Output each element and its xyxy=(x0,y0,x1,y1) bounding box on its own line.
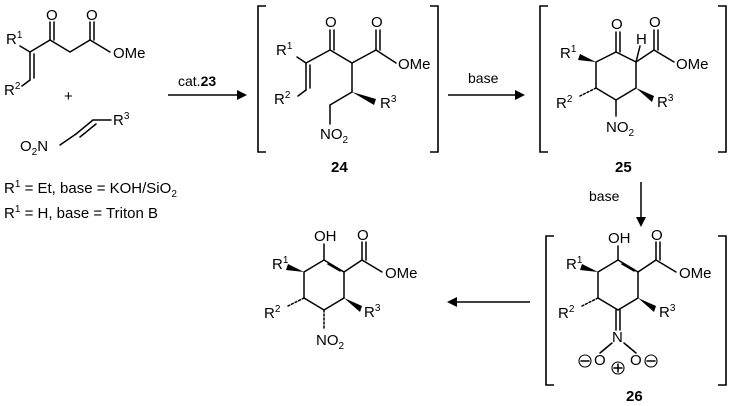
nitro-label: NO2 xyxy=(316,332,345,352)
atom-O: O xyxy=(649,14,661,31)
ester-OMe-label: OMe xyxy=(398,56,431,73)
nitro-label: NO2 xyxy=(606,119,635,139)
R3-label: R3 xyxy=(113,111,130,129)
R1-label: R1 xyxy=(566,255,583,273)
R2-label: R2 xyxy=(264,304,281,322)
atom-O: O xyxy=(371,14,383,31)
compound-number-24: 24 xyxy=(331,159,348,176)
conditions-legend: R1 = Et, base = KOH/SiO2 R1 = H, base = … xyxy=(4,179,177,222)
ester-OMe-label: OMe xyxy=(679,265,712,282)
compound-number-26: 26 xyxy=(626,388,643,405)
R2-label: R2 xyxy=(274,90,291,108)
R1-label: R1 xyxy=(6,30,23,48)
compound-number-25: 25 xyxy=(615,159,632,176)
enol-OH-label: OH xyxy=(314,228,337,245)
cyclohexene-product: OH O OMe R1 R2 R3 NO2 xyxy=(264,227,418,352)
base-label: base xyxy=(468,70,499,86)
ester-OMe-label: OMe xyxy=(113,45,146,62)
arrow-base-1: base xyxy=(448,70,525,100)
ester-OMe-label: OMe xyxy=(676,56,709,73)
nitronate-N-label: N xyxy=(612,329,623,346)
R3-label: R3 xyxy=(380,94,397,112)
atom-O: O xyxy=(86,7,98,24)
R2-label: R2 xyxy=(4,81,21,99)
nitro-label: NO2 xyxy=(320,126,349,146)
R2-label: R2 xyxy=(558,304,575,322)
arrow-to-product xyxy=(447,297,530,307)
R3-label: R3 xyxy=(659,303,676,321)
atom-O: O xyxy=(325,14,337,31)
nitronate-O-label: O xyxy=(594,352,606,369)
compound-24: O O OMe R1 R2 R3 NO2 24 xyxy=(257,5,439,176)
atom-O: O xyxy=(651,227,663,244)
atom-H: H xyxy=(636,31,647,48)
arrow-base-2: base xyxy=(589,182,646,227)
plus-sign: + xyxy=(64,88,73,105)
base-label: base xyxy=(589,188,620,204)
R3-label: R3 xyxy=(364,303,381,321)
R1-label: R1 xyxy=(272,255,289,273)
R2-label: R2 xyxy=(556,94,573,112)
enol-OH-label: OH xyxy=(608,230,631,247)
arrow-catalyst: cat.23 xyxy=(168,73,247,100)
atom-O: O xyxy=(611,16,623,33)
condition-line-1: R1 = Et, base = KOH/SiO2 xyxy=(4,179,177,200)
catalyst-label: cat.23 xyxy=(178,73,216,89)
atom-O: O xyxy=(46,7,58,24)
R1-label: R1 xyxy=(276,41,293,59)
atom-O: O xyxy=(357,227,369,244)
nitronate-O-label: O xyxy=(630,352,642,369)
nitro-label: O2N xyxy=(20,138,48,158)
ester-OMe-label: OMe xyxy=(385,265,418,282)
nitroalkene-reactant: O2N R3 xyxy=(20,111,130,158)
ketoester-reactant: O O OMe R1 R2 xyxy=(4,7,146,99)
condition-line-2: R1 = H, base = Triton B xyxy=(4,204,158,222)
compound-26: OH O OMe R1 R2 R3 N O O 26 xyxy=(545,227,727,405)
compound-25: O H O OMe R1 R2 R3 NO2 25 xyxy=(539,5,727,176)
R3-label: R3 xyxy=(657,93,674,111)
R1-label: R1 xyxy=(560,44,577,62)
